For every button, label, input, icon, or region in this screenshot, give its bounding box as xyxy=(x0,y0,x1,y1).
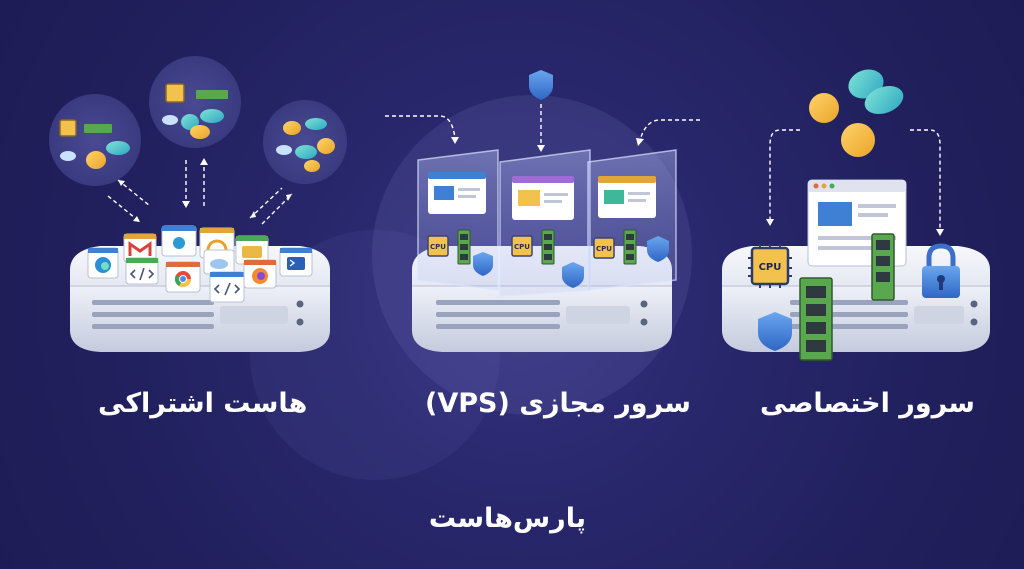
shared-hosting-section xyxy=(49,56,347,352)
shield-icon xyxy=(647,236,669,262)
cpu-chip-label: CPU xyxy=(514,243,530,251)
coins-stack xyxy=(809,69,904,157)
memory-icon xyxy=(457,229,471,265)
memory-icon xyxy=(623,229,637,265)
window-icon xyxy=(235,235,269,265)
dedicated-arrowheads xyxy=(766,219,944,236)
shared-app-windows xyxy=(87,225,313,303)
parshost-logo[interactable]: پارس‌هاست xyxy=(428,500,586,546)
cpu-icon: CPU xyxy=(511,235,533,257)
dedicated-server-label: سرور اختصاصی xyxy=(760,388,975,419)
code-icon xyxy=(209,271,245,303)
vps-arrows xyxy=(385,104,700,148)
shield-icon xyxy=(562,262,584,288)
cpu-chip-label: CPU xyxy=(430,243,446,251)
firefox-icon xyxy=(243,259,277,289)
shared-arrowheads xyxy=(118,158,292,222)
cloud-icon xyxy=(203,249,235,275)
vps-arrowheads xyxy=(451,137,644,152)
shared-arrows xyxy=(107,160,293,225)
cpu-icon: CPU xyxy=(593,237,615,259)
cpu-chip-label: CPU xyxy=(596,245,612,253)
window-icon xyxy=(161,225,197,257)
edge-icon xyxy=(87,247,119,279)
resource-bubble-right xyxy=(263,100,347,184)
dedicated-section: CPU xyxy=(722,69,990,361)
shield-icon xyxy=(758,312,792,351)
vps-partition-center: CPU xyxy=(499,149,591,297)
memory-icon xyxy=(541,229,555,265)
vps-section: CPU CPU xyxy=(385,70,700,352)
dedicated-arrows xyxy=(769,129,941,230)
shield-icon xyxy=(473,252,493,276)
vps-partition-left: CPU xyxy=(417,149,499,291)
terminal-icon xyxy=(279,247,313,277)
cpu-icon: CPU xyxy=(427,235,449,257)
memory-icon xyxy=(871,233,895,301)
shared-hosting-label: هاست اشتراکی xyxy=(98,388,308,419)
vps-partition-right: CPU xyxy=(587,149,677,291)
vps-label: سرور مجازی (VPS) xyxy=(425,388,691,419)
memory-icon xyxy=(799,277,833,361)
resource-bubble-center xyxy=(149,56,241,148)
chrome-icon xyxy=(165,261,201,293)
code-icon xyxy=(125,257,159,285)
cpu-chip-label: CPU xyxy=(759,262,782,273)
cpu-icon: CPU xyxy=(748,244,792,288)
resource-bubble-left xyxy=(49,94,141,186)
shield-icon xyxy=(529,70,553,100)
lock-icon xyxy=(922,243,960,298)
gmail-icon xyxy=(123,233,157,263)
logo-text: پارس‌هاست xyxy=(428,503,586,534)
